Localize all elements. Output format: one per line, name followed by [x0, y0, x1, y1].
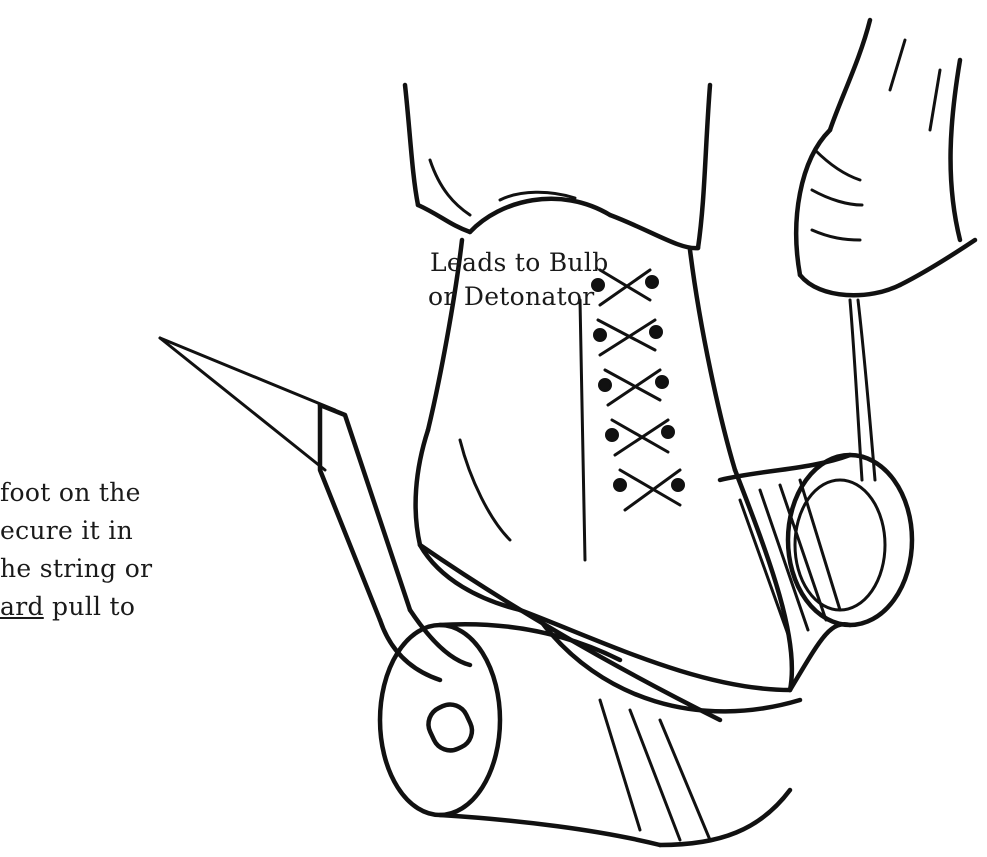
callout-line-2: or Detonator [428, 280, 609, 314]
instruction-line-4-rest: pull to [44, 592, 136, 621]
instruction-text: foot on the ecure it in he string or ard… [0, 476, 152, 628]
callout-line-1: Leads to Bulb [430, 246, 609, 280]
callout-label: Leads to Bulb or Detonator [430, 246, 609, 314]
leads-drawing [320, 405, 470, 680]
hand-drawing [796, 20, 975, 295]
instruction-line-2: ecure it in [0, 514, 152, 552]
spool-drawing [720, 455, 912, 690]
instruction-underlined-word: ard [0, 592, 44, 621]
instruction-line-4: ard pull to [0, 590, 152, 628]
pant-leg-drawing [405, 85, 710, 248]
instruction-line-1: foot on the [0, 476, 152, 514]
callout-pointer [160, 338, 335, 470]
firing-device-drawing [380, 620, 800, 845]
instruction-line-3: he string or [0, 552, 152, 590]
